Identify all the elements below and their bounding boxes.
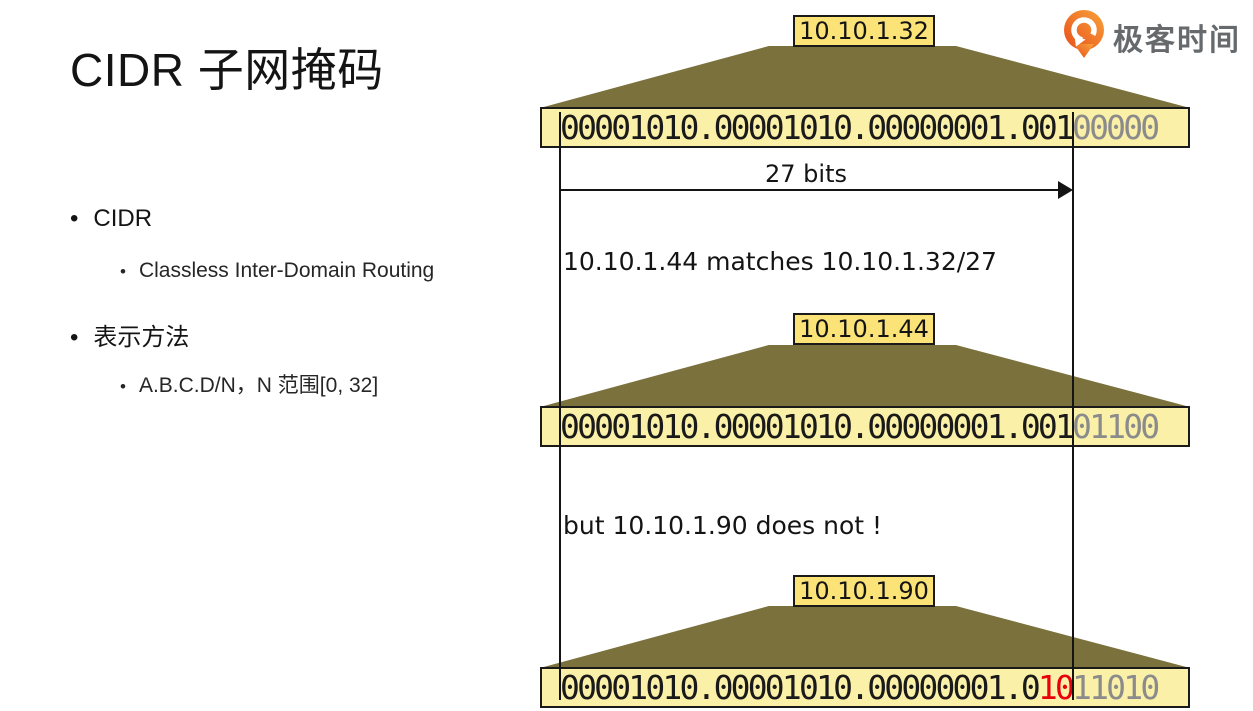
binary-host-bits: 00000 (1072, 108, 1160, 147)
binary-host-bits: 11010 (1072, 668, 1160, 707)
bullet-item-cidr-sub: Classless Inter-Domain Routing (120, 259, 434, 283)
note-matches: 10.10.1.44 matches 10.10.1.32/27 (563, 247, 997, 276)
binary-prefix-bits: 00001010.00001010.00000001.001 (560, 108, 1075, 147)
funnel-trapezoid-90 (540, 606, 1190, 668)
bits-arrow-line (561, 189, 1061, 191)
bullet-item-cidr-label: CIDR (93, 205, 153, 232)
geektime-logo: 极客时间 (1062, 9, 1241, 64)
ip-label-box-44: 10.10.1.44 (793, 313, 935, 345)
bits-arrow-head-icon (1058, 181, 1073, 199)
binary-mismatch-bits: 10 (1037, 668, 1075, 707)
page-title: CIDR 子网掩码 (70, 44, 384, 96)
bullet-item-representation-sub-label: A.B.C.D/N，N 范围[0, 32] (138, 374, 379, 397)
bullet-item-cidr-sub-label: Classless Inter-Domain Routing (138, 259, 435, 282)
binary-prefix-bits: 00001010.00001010.00000001.001 (560, 407, 1075, 446)
bullet-item-cidr: CIDR (70, 205, 152, 233)
bits-arrow-label: 27 bits (765, 160, 847, 188)
binary-prefix-bits: 00001010.00001010.00000001.0 (560, 668, 1041, 707)
bullet-item-representation-sub: A.B.C.D/N，N 范围[0, 32] (120, 369, 378, 399)
prefix-boundary-line-right (1072, 112, 1074, 700)
geektime-logo-text: 极客时间 (1113, 23, 1241, 57)
prefix-boundary-line-left (559, 112, 561, 700)
binary-host-bits: 01100 (1072, 407, 1160, 446)
note-does-not-match: but 10.10.1.90 does not ! (563, 511, 883, 540)
bullet-item-representation-label: 表示方法 (93, 324, 190, 351)
bullet-item-representation: 表示方法 (70, 317, 189, 352)
funnel-trapezoid-44 (540, 345, 1190, 407)
geektime-logo-icon (1062, 9, 1106, 64)
ip-label-box-90: 10.10.1.90 (793, 575, 935, 607)
ip-label-box-32: 10.10.1.32 (793, 15, 935, 47)
